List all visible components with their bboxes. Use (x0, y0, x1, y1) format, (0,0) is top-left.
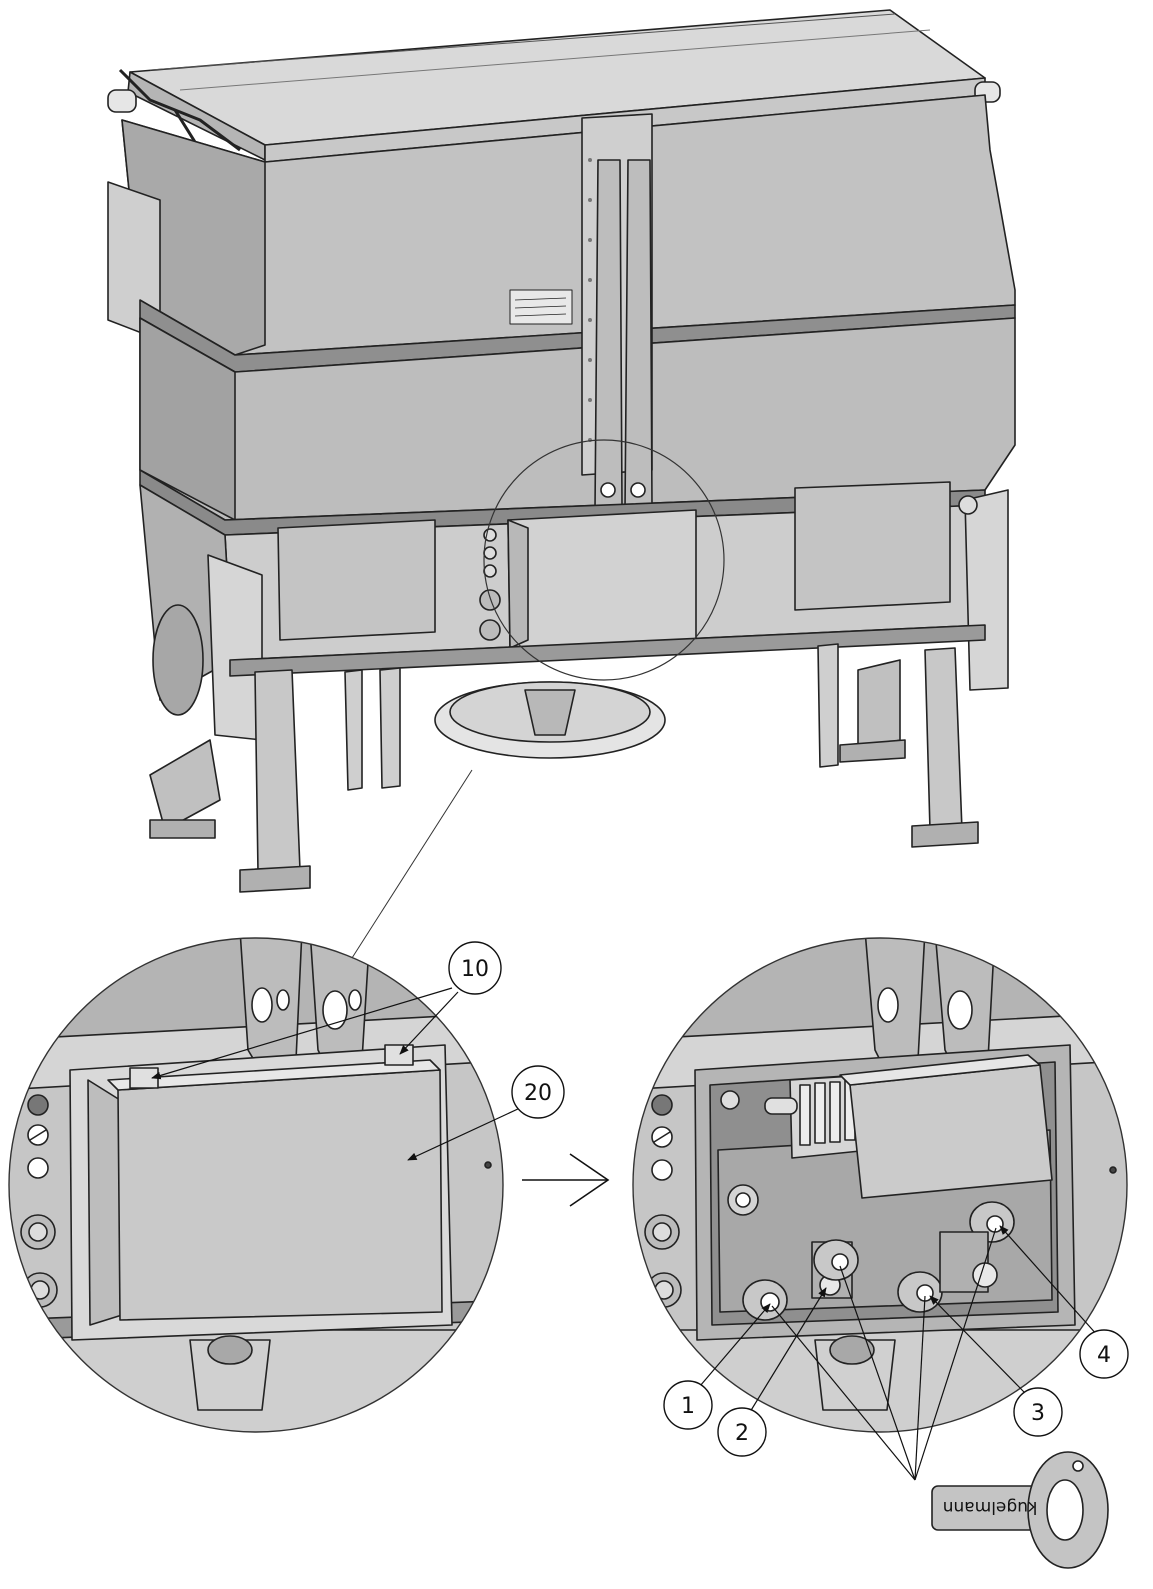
callout-4: 4 (1079, 1329, 1129, 1379)
callout-2: 2 (717, 1407, 767, 1457)
callout-10: 10 (448, 941, 502, 995)
key-tool: kugelmann (931, 1451, 1109, 1569)
detail-leader-line (351, 769, 473, 959)
detail-cover-open (632, 937, 1128, 1433)
svg-text:1: 1 (681, 1394, 695, 1419)
key-brand-label: kugelmann (943, 1497, 1038, 1517)
connector-4 (939, 1201, 1015, 1293)
connector-3 (897, 1271, 943, 1313)
connector-1 (742, 1279, 788, 1321)
detail-cover-closed (8, 937, 504, 1433)
svg-text:4: 4 (1097, 1343, 1111, 1368)
leader-4 (999, 1225, 1099, 1337)
leader-10-b (399, 991, 459, 1055)
svg-text:10: 10 (461, 957, 489, 982)
callout-20: 20 (511, 1065, 565, 1119)
svg-text:20: 20 (524, 1081, 552, 1106)
svg-text:3: 3 (1031, 1401, 1045, 1426)
leader-1 (699, 1303, 771, 1387)
callout-3: 3 (1013, 1387, 1063, 1437)
leader-10-a (151, 987, 453, 1080)
leader-3 (929, 1295, 1025, 1393)
transition-arrow (522, 1153, 610, 1207)
key-leader-a (771, 1305, 916, 1481)
key-leader-c (914, 1295, 926, 1481)
leader-20 (407, 1107, 521, 1161)
leader-2 (749, 1287, 827, 1413)
callout-1: 1 (663, 1380, 713, 1430)
key-leader-d (914, 1227, 997, 1481)
svg-text:2: 2 (735, 1421, 749, 1446)
key-leader-b (839, 1265, 916, 1481)
connector-center (813, 1239, 859, 1281)
spreader-machine (107, 9, 1016, 893)
